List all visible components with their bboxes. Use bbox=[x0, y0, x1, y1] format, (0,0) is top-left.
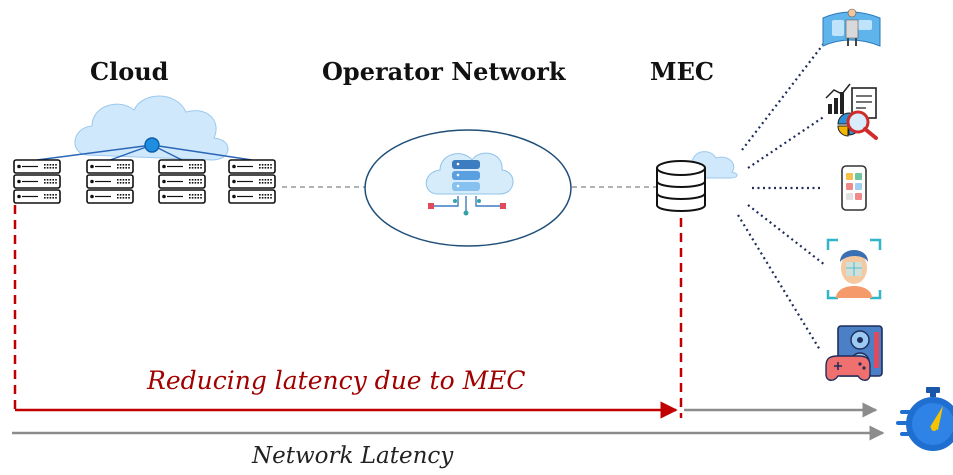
cloud-label: Cloud bbox=[90, 57, 169, 86]
server-rack-icon bbox=[158, 159, 206, 204]
cloud-database-icon bbox=[425, 152, 514, 216]
cloud-datacenter bbox=[13, 95, 276, 204]
server-rack-icon bbox=[228, 159, 276, 204]
operator-network-label: Operator Network bbox=[322, 57, 566, 86]
hub-links bbox=[36, 144, 253, 161]
cloud-icon bbox=[74, 95, 229, 161]
device-links bbox=[737, 41, 826, 351]
face-recognition-icon bbox=[826, 238, 882, 300]
network-latency-label: Network Latency bbox=[252, 443, 454, 469]
stopwatch-icon bbox=[896, 387, 953, 451]
gaming-console-icon bbox=[825, 325, 883, 381]
mec-label: MEC bbox=[650, 57, 714, 86]
smartphone-icon bbox=[841, 165, 867, 211]
operator-network bbox=[364, 129, 572, 247]
server-rack-icon bbox=[13, 159, 61, 204]
reducing-latency-label: Reducing latency due to MEC bbox=[147, 366, 526, 395]
hub-node-icon bbox=[144, 137, 160, 153]
data-analytics-icon bbox=[825, 83, 878, 140]
database-icon bbox=[656, 160, 706, 212]
mec-node bbox=[656, 151, 738, 212]
ar-vr-user-icon bbox=[822, 8, 881, 47]
server-rack-icon bbox=[86, 159, 134, 204]
